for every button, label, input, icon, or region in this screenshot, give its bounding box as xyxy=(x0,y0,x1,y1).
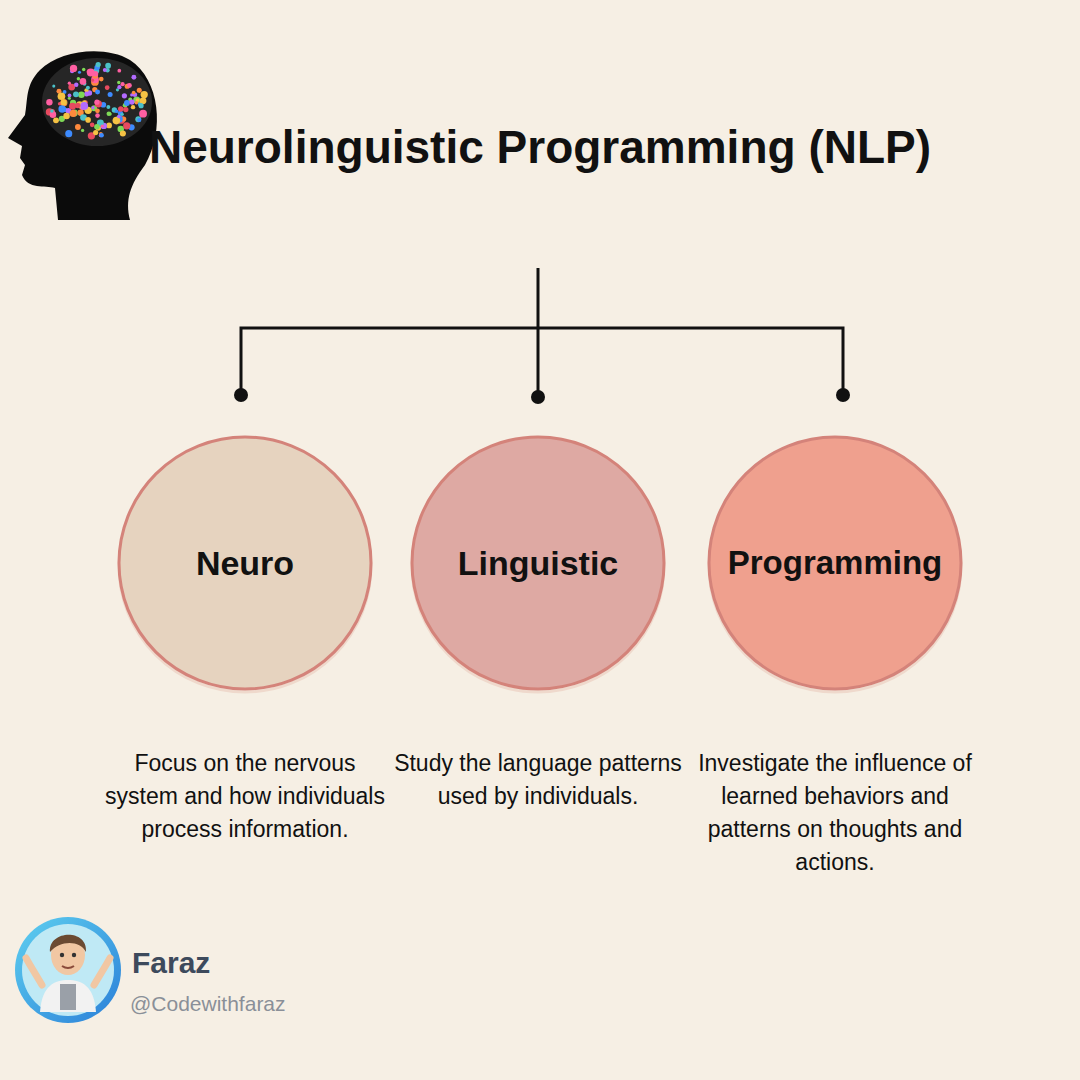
bracket-dots xyxy=(234,388,850,404)
concept-circle: ProgrammingInvestigate the influence of … xyxy=(685,435,985,691)
concept-circle: LinguisticStudy the language patterns us… xyxy=(388,435,688,691)
author-name: Faraz xyxy=(132,946,210,980)
author-handle: @Codewithfaraz xyxy=(130,992,286,1016)
circle-heading: Neuro xyxy=(117,435,373,691)
circle-heading: Programming xyxy=(707,435,963,691)
avatar xyxy=(15,917,121,1023)
diagram-title: Neurolinguistic Programming (NLP) xyxy=(140,108,940,186)
circle-description: Focus on the nervous system and how indi… xyxy=(100,747,390,846)
circle-heading: Linguistic xyxy=(410,435,666,691)
concept-circle: NeuroFocus on the nervous system and how… xyxy=(95,435,395,691)
circle-description: Study the language patterns used by indi… xyxy=(393,747,683,813)
circle-description: Investigate the influence of learned beh… xyxy=(690,747,980,879)
bracket-connector xyxy=(241,268,843,395)
head-illustration xyxy=(8,51,157,220)
